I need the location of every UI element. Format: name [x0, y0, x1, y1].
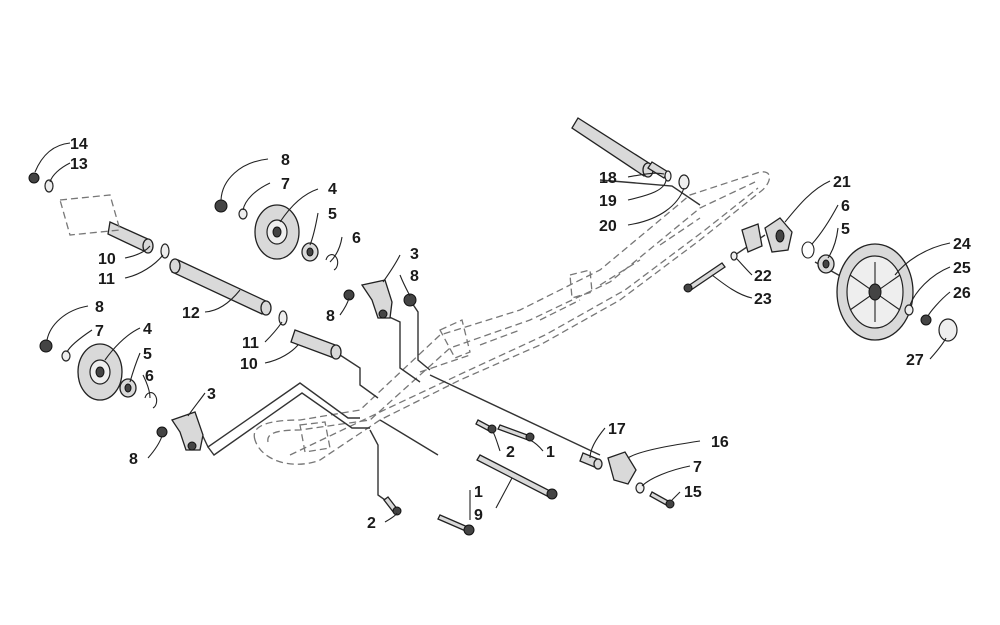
snap-ring-6-rear	[801, 241, 815, 259]
nut-8-lower-bracket	[156, 426, 168, 438]
bolt-2-upper	[475, 419, 497, 434]
callout-7: 7	[281, 176, 290, 193]
bearing-5-upper	[301, 242, 319, 262]
shaft-housing-10-lower	[290, 329, 342, 360]
callout-21: 21	[833, 174, 851, 191]
nut-8-bracket-right	[403, 293, 417, 307]
callout-20: 20	[599, 218, 617, 235]
callout-15: 15	[684, 484, 702, 501]
callout-17: 17	[608, 421, 626, 438]
callout-4: 4	[143, 321, 152, 338]
washer-19	[664, 170, 672, 182]
bolt-1-upper	[497, 424, 535, 442]
callout-8: 8	[326, 308, 335, 325]
bolt-15	[649, 491, 675, 509]
nut-8-lower-wheel	[39, 339, 53, 353]
washer-25	[904, 304, 914, 316]
callout-5: 5	[328, 206, 337, 223]
callout-4: 4	[328, 181, 337, 198]
callout-2: 2	[506, 444, 515, 461]
callout-25: 25	[953, 260, 971, 277]
callout-2: 2	[367, 515, 376, 532]
callout-8: 8	[129, 451, 138, 468]
callout-11: 11	[242, 335, 259, 352]
callout-23: 23	[754, 291, 772, 308]
callout-6: 6	[352, 230, 361, 247]
spacer-17	[579, 452, 603, 470]
callout-26: 26	[953, 285, 971, 302]
suspension-rail-frame	[253, 171, 771, 465]
callout-11: 11	[98, 271, 115, 288]
callout-13: 13	[70, 156, 88, 173]
bearing-5-rear	[817, 254, 835, 274]
nut-8-upper-wheel	[214, 199, 228, 213]
callout-5: 5	[841, 221, 850, 238]
callout-10: 10	[240, 356, 258, 373]
snap-ring-6-upper	[325, 254, 339, 271]
hub-cap-27	[938, 318, 958, 342]
callout-16: 16	[711, 434, 729, 451]
cap-nut-14	[28, 172, 40, 184]
axle-shaft-12	[169, 258, 272, 316]
nut-8-bracket-left	[343, 289, 355, 301]
callout-7: 7	[95, 323, 104, 340]
bolt-23	[683, 262, 726, 293]
idler-wheel-4-upper	[254, 204, 300, 260]
long-bolt-9	[476, 454, 558, 500]
shaft-housing-10-upper	[107, 221, 154, 254]
block-rear-frame	[741, 223, 763, 253]
callout-7: 7	[693, 459, 702, 476]
callout-5: 5	[143, 346, 152, 363]
rear-axle-18	[571, 117, 669, 179]
callout-24: 24	[953, 236, 971, 253]
callout-27: 27	[906, 352, 924, 369]
callout-labels: 14 13 8 7 4 5 6 10 11 12 3 8 8 11 10 8 7…	[70, 136, 971, 532]
washer-13	[44, 179, 54, 193]
washer-20	[678, 174, 690, 190]
callout-6: 6	[841, 198, 850, 215]
idler-wheel-4-lower	[77, 343, 123, 401]
washer-7-upper-wheel	[238, 208, 248, 220]
pivot-block-16	[607, 451, 637, 485]
washer-22	[730, 251, 738, 261]
callout-3: 3	[207, 386, 216, 403]
hub-21	[764, 217, 793, 253]
bracket-3-lower	[170, 411, 204, 451]
callout-22: 22	[754, 268, 772, 285]
callout-10: 10	[98, 251, 116, 268]
callout-19: 19	[599, 193, 617, 210]
bolt-26	[920, 314, 932, 326]
bearing-5-lower	[119, 378, 137, 398]
leader-lines	[34, 142, 951, 523]
callout-6: 6	[145, 368, 154, 385]
washer-11-upper	[160, 243, 170, 259]
rear-wheel-24	[836, 243, 914, 341]
bracket-3-upper	[360, 279, 393, 319]
snap-ring-6-lower	[144, 392, 158, 409]
washer-7-lower-wheel	[61, 350, 71, 362]
callout-8: 8	[95, 299, 104, 316]
callout-9: 9	[474, 507, 483, 524]
callout-12: 12	[182, 305, 200, 322]
callout-1: 1	[546, 444, 555, 461]
bolt-1-lower	[437, 514, 475, 536]
callout-14: 14	[70, 136, 88, 153]
washer-11-lower	[278, 310, 288, 326]
callout-18: 18	[599, 170, 617, 187]
bolt-2-lower	[383, 496, 402, 516]
callout-8: 8	[281, 152, 290, 169]
callout-1: 1	[474, 484, 483, 501]
frame-texture-left	[59, 194, 121, 236]
callout-8: 8	[410, 268, 419, 285]
callout-3: 3	[410, 246, 419, 263]
